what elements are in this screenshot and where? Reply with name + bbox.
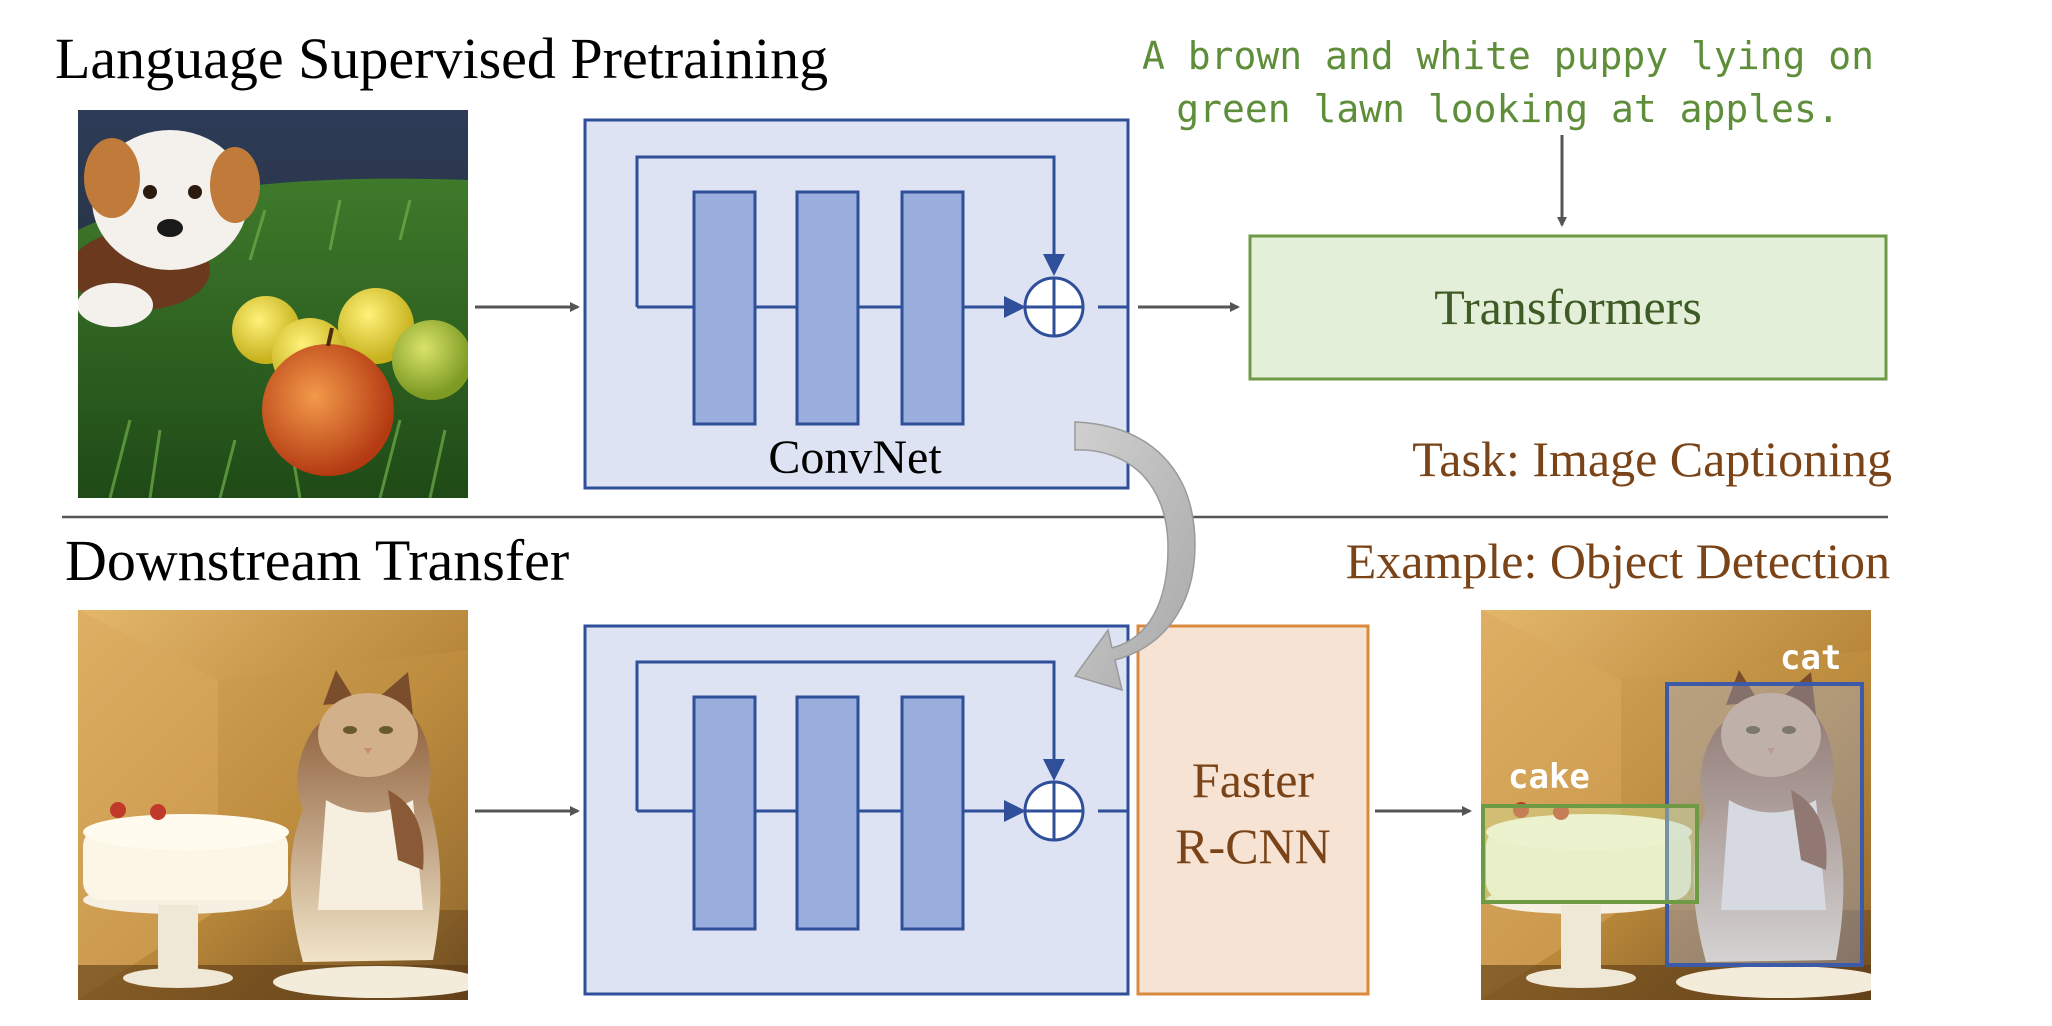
caption-line-1: A brown and white puppy lying on <box>1142 34 1874 78</box>
conv-layer-bottom-2 <box>795 695 860 931</box>
conv-layer-top-3 <box>900 190 965 426</box>
transformers-label: Transformers <box>1434 279 1702 335</box>
conv-layer-top-1 <box>692 190 757 426</box>
example-label: Example: Object Detection <box>1346 533 1890 589</box>
cat-bounding-box <box>1665 682 1864 967</box>
transformers-head: Transformers <box>1248 234 1888 381</box>
input-image-cat <box>78 610 468 1000</box>
cake-box-label: cake <box>1508 757 1590 797</box>
sum-node-top <box>1023 276 1085 338</box>
cake-bounding-box <box>1481 804 1699 904</box>
conv-layer-bottom-3 <box>900 695 965 931</box>
detector-line-2: R-CNN <box>1175 818 1331 874</box>
input-image-puppy <box>78 110 468 498</box>
output-image-detections <box>1481 610 1871 1000</box>
convnet-backbone-bottom <box>583 624 1130 996</box>
transfer-weights-arrow <box>1073 421 1196 692</box>
caption-line-2: green lawn looking at apples. <box>1176 87 1839 131</box>
sum-node-bottom <box>1023 780 1085 842</box>
convnet-backbone-top: ConvNet <box>583 118 1130 490</box>
pretraining-title: Language Supervised Pretraining <box>55 26 828 91</box>
task-label: Task: Image Captioning <box>1412 431 1892 487</box>
transfer-title: Downstream Transfer <box>65 528 569 593</box>
faster-rcnn-head: Faster R-CNN <box>1136 624 1370 996</box>
conv-layer-top-2 <box>795 190 860 426</box>
skip-connection-bottom <box>635 660 1065 811</box>
convnet-label: ConvNet <box>768 431 942 484</box>
detector-line-1: Faster <box>1192 752 1315 808</box>
conv-layer-bottom-1 <box>692 695 757 931</box>
skip-connection-top <box>635 155 1065 307</box>
cat-box-label: cat <box>1780 638 1841 678</box>
